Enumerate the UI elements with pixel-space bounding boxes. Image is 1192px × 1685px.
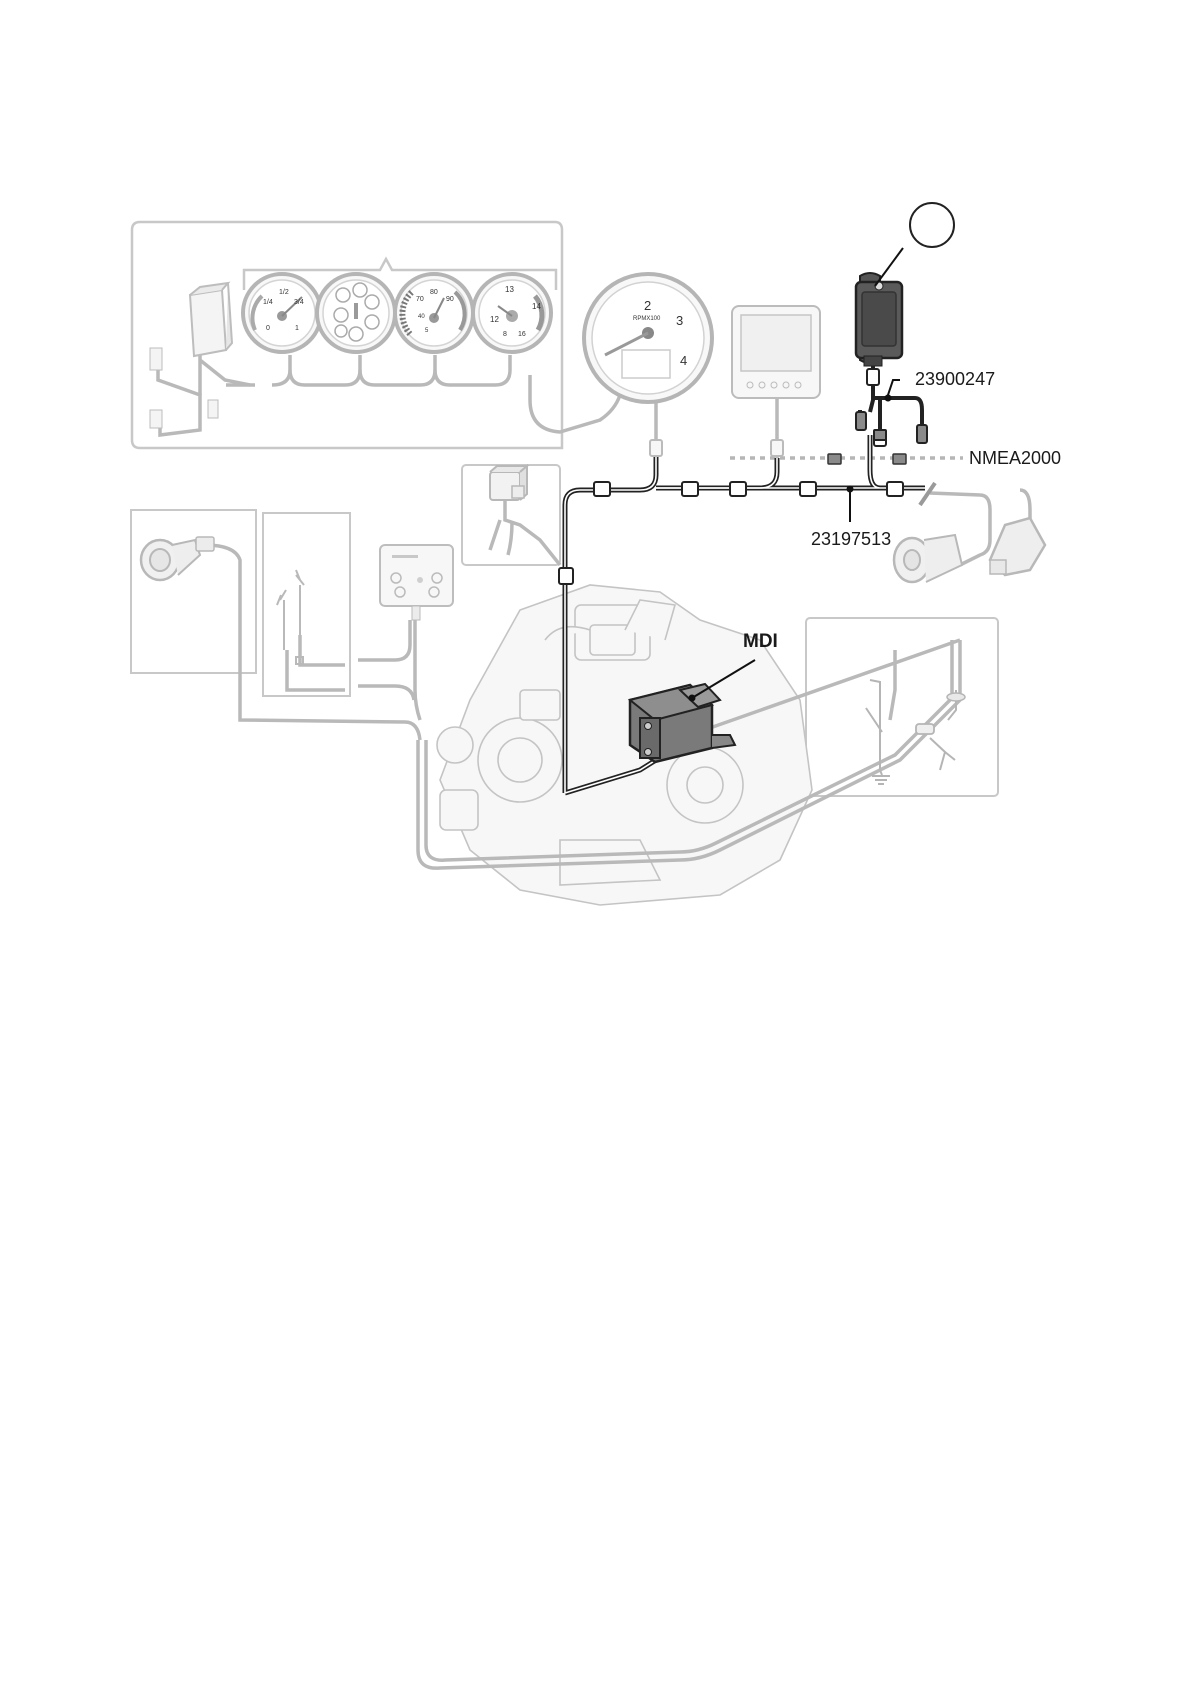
gauge-pressure-tick: 1/4: [263, 299, 273, 306]
interface-box: [150, 283, 232, 428]
gauge-volt-tick: 14: [532, 302, 541, 311]
mdi-label: MDI: [743, 631, 778, 652]
switch-frame: [263, 513, 350, 696]
nmea2000-label: NMEA2000: [969, 448, 1061, 468]
gauge-volt-tick: 16: [518, 331, 526, 338]
sensor-frame: [806, 618, 998, 796]
speed-transducer: [894, 535, 962, 582]
tachometer: 2 3 4 RPMX100: [584, 274, 712, 402]
gateway-plugs: [856, 412, 927, 443]
buzzer-frame: [131, 510, 256, 673]
alarm-relay: [490, 466, 527, 500]
tachometer-tick: 3: [676, 313, 683, 328]
tachometer-tick: 2: [644, 298, 651, 313]
key-switch-panel: [380, 545, 453, 620]
gauge-temp-tick: 40: [418, 314, 425, 320]
depth-transducer: [990, 518, 1045, 575]
part-number-label: 23900247: [915, 369, 995, 389]
gauge-temp-tick: 90: [446, 296, 454, 303]
gauge-temperature: 80 70 90 40 5: [395, 274, 473, 352]
gauge-pressure: 1/4 1/2 3/4 0 1: [243, 274, 321, 352]
gauge-volt-tick: 12: [490, 315, 499, 324]
terminators: [828, 454, 906, 464]
gauge-warning-lamps: [317, 274, 395, 352]
gauge-volt-tick: 8: [503, 331, 507, 338]
gauge-temp-tick: 80: [430, 289, 438, 296]
gauge-pressure-tick: 0: [266, 325, 270, 332]
gauge-pressure-tick: 1/2: [279, 289, 289, 296]
gauge-pressure-tick: 3/4: [294, 299, 304, 306]
callout-circle: [910, 203, 954, 247]
gauge-voltmeter: 13 12 14 8 16: [473, 274, 551, 352]
gauge-pressure-tick: 1: [295, 325, 299, 332]
harness-connectors: [559, 440, 903, 584]
part-number-label: 23197513: [811, 529, 891, 549]
gateway-module: [856, 273, 902, 366]
gauge-volt-tick: 13: [505, 285, 514, 294]
tachometer-tick: 4: [680, 353, 687, 368]
gauge-temp-tick: 70: [416, 296, 424, 303]
tachometer-scale-label: RPMX100: [633, 316, 661, 322]
multifunction-display: [732, 306, 820, 398]
buzzer: [141, 537, 214, 580]
